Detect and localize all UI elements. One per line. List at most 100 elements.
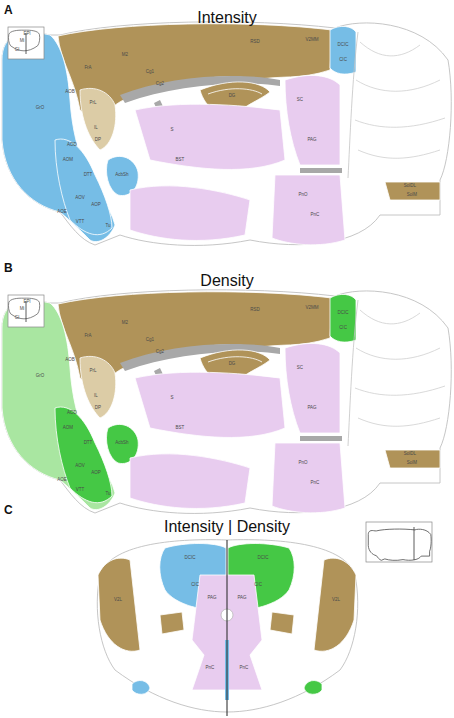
- region-label: DTT: [84, 441, 93, 446]
- region-label: AOE: [57, 210, 67, 215]
- locator-inset: [8, 27, 44, 59]
- region-label: Tu: [105, 224, 110, 229]
- sagittal-section: [2, 290, 451, 514]
- prefrontal-region: [80, 88, 116, 150]
- brain-outline: [2, 290, 451, 514]
- nucleus-region: [270, 612, 294, 634]
- solitary-region: [385, 182, 440, 200]
- region-label: PrL: [89, 369, 96, 374]
- region-label: AOM: [63, 158, 73, 163]
- hypothalamus-region: [130, 454, 250, 509]
- region-label: Gl: [15, 48, 20, 53]
- cerebellar-folium: [358, 150, 440, 158]
- region-label: CIC: [191, 583, 199, 588]
- midbrain-region: [285, 343, 340, 433]
- region-label: M2: [122, 53, 128, 58]
- region-label: VTT: [76, 488, 85, 493]
- region-label: BST: [176, 158, 185, 163]
- colliculus-region: [330, 294, 356, 342]
- olfactory-bulb: [2, 300, 115, 509]
- locator-inset: [8, 295, 44, 327]
- olfactory-nucleus: [55, 139, 112, 235]
- region-label: PrL: [89, 101, 96, 106]
- cerebellar-folium: [356, 348, 440, 359]
- region-label: SolDL: [404, 452, 416, 457]
- region-label: Tu: [105, 492, 110, 497]
- prefrontal-region: [80, 356, 116, 418]
- region-label: EPl: [23, 300, 30, 305]
- region-label: AOD: [67, 143, 77, 148]
- region-label: DTT: [84, 173, 93, 178]
- region-label: AOP: [91, 471, 101, 476]
- solitary-region: [385, 450, 440, 468]
- region-label: DCIC: [338, 43, 349, 48]
- cortex-region: [314, 558, 356, 651]
- region-label: CIC: [339, 58, 347, 63]
- region-label: DG: [229, 362, 236, 367]
- region-label: AOB: [65, 90, 75, 95]
- region-label: PnC: [240, 666, 249, 671]
- region-label: DP: [95, 406, 101, 411]
- region-label: GrO: [36, 374, 45, 379]
- cerebellar-folium: [358, 418, 440, 426]
- region-label: AcbSh: [115, 441, 128, 446]
- nucleus-region: [304, 681, 322, 695]
- region-label: Cg1: [146, 70, 154, 75]
- region-label: AOV: [75, 196, 85, 201]
- region-label: EPl: [23, 32, 30, 37]
- cerebellar-folium: [355, 118, 445, 127]
- sagittal-section: [2, 22, 451, 246]
- divider-line: [227, 540, 228, 716]
- region-label: GrO: [36, 106, 45, 111]
- region-label: AOV: [75, 464, 85, 469]
- region-label: M2: [122, 321, 128, 326]
- panel-letter: C: [4, 504, 13, 516]
- region-label: Mi: [20, 39, 25, 44]
- region-label: PnC: [206, 666, 215, 671]
- region-label: DG: [229, 94, 236, 99]
- region-label: AcbSh: [115, 173, 128, 178]
- cerebellar-folium: [355, 386, 445, 395]
- region-label: Mi: [20, 307, 25, 312]
- nucleus-region: [132, 681, 150, 695]
- region-label: SolM: [407, 461, 417, 466]
- region-label: RSD: [250, 308, 260, 313]
- region-label: V2MM: [305, 306, 318, 311]
- region-label: AOP: [91, 203, 101, 208]
- region-label: Cg1: [146, 338, 154, 343]
- region-label: Gl: [15, 316, 20, 321]
- olfactory-bulb: [2, 32, 115, 241]
- region-label: DP: [95, 138, 101, 143]
- region-label: PAG: [237, 596, 246, 601]
- region-label: VTT: [76, 220, 85, 225]
- region-label: DCIC: [258, 556, 269, 561]
- region-label: V2MM: [305, 38, 318, 43]
- region-label: PAG: [307, 406, 316, 411]
- thalamus-region: [135, 104, 285, 169]
- region-label: Cg2: [156, 350, 164, 355]
- region-label: PAG: [307, 138, 316, 143]
- region-label: SC: [297, 98, 303, 103]
- region-label: AOE: [57, 478, 67, 483]
- region-label: RSD: [250, 40, 260, 45]
- region-label: AOD: [67, 411, 77, 416]
- region-label: IL: [94, 394, 98, 399]
- brain-outline: [2, 22, 451, 246]
- panel-title: Intensity | Density: [164, 519, 290, 535]
- region-label: PAG: [207, 596, 216, 601]
- region-label: PnO: [298, 461, 307, 466]
- region-label: SC: [297, 366, 303, 371]
- region-label: PnC: [311, 481, 320, 486]
- region-label: AOB: [65, 358, 75, 363]
- pons-region: [272, 175, 345, 245]
- panel-letter: B: [4, 262, 13, 274]
- olfactory-nucleus: [55, 407, 112, 503]
- region-label: FrA: [84, 334, 91, 339]
- region-label: S: [170, 128, 173, 133]
- panel-title: Intensity: [197, 10, 257, 26]
- region-label: PnO: [298, 193, 307, 198]
- colliculus-region: [330, 26, 356, 74]
- panel-title: Density: [200, 273, 253, 289]
- fiber-tract: [300, 436, 342, 441]
- region-label: SolM: [407, 193, 417, 198]
